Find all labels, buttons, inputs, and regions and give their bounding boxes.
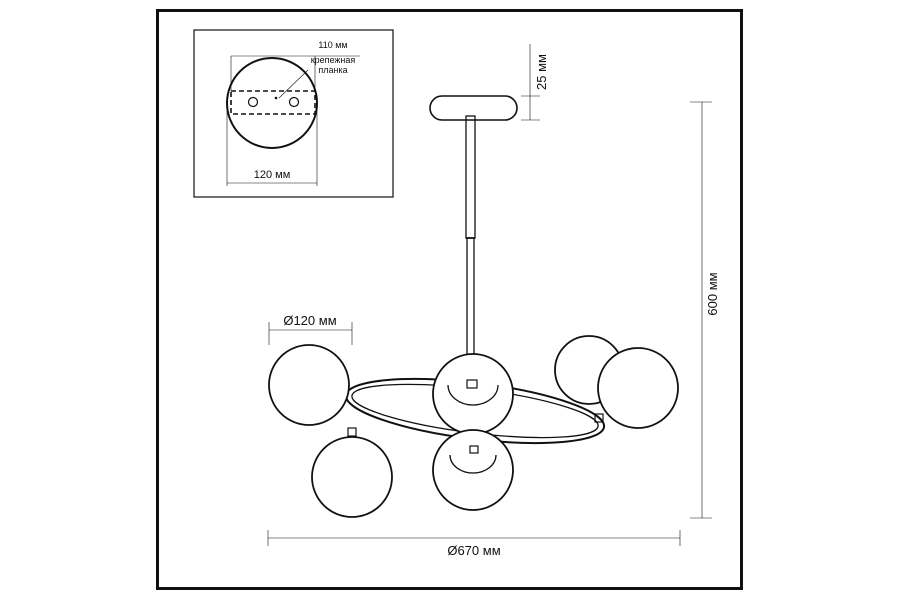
- shade-right: [597, 347, 679, 429]
- total-diameter-label: Ø670 мм: [447, 543, 500, 558]
- socket-holder: [466, 379, 478, 389]
- plate-name-line1: крепежная: [311, 55, 356, 65]
- shade-left-lower: [311, 436, 393, 518]
- plate-name-line2: планка: [318, 65, 347, 75]
- canopy-height-label: 25 мм: [534, 54, 549, 90]
- rod-lower: [466, 237, 475, 371]
- screw-hole-right: [288, 96, 300, 108]
- chandelier-side-view: [268, 95, 679, 518]
- total-height-label: 600 мм: [705, 272, 720, 315]
- ceiling-canopy: [429, 95, 518, 121]
- screw-hole-left: [247, 96, 259, 108]
- shade-diameter-label: Ø120 мм: [283, 313, 336, 328]
- rod-upper: [465, 115, 476, 239]
- mounting-plate: [230, 90, 316, 115]
- canopy-diameter-label: 120 мм: [254, 169, 291, 181]
- plate-width-label: 110 мм: [318, 40, 347, 50]
- shade-center-upper: [432, 353, 514, 435]
- drawing-frame: [156, 9, 743, 590]
- shade-center-lower: [432, 429, 514, 511]
- dimension-lines: [267, 44, 712, 546]
- shade-left-upper: [268, 344, 350, 426]
- mounting-detail-inset: 110 мм крепежная планка 120 мм: [193, 29, 394, 198]
